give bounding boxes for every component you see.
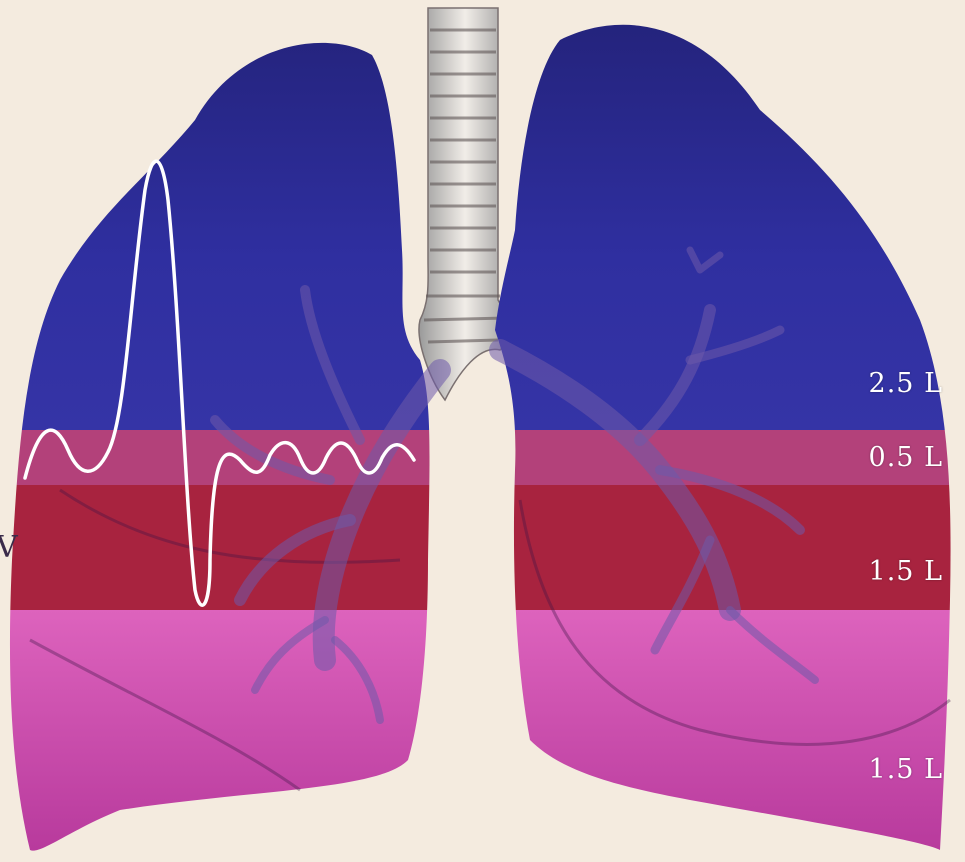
band-tidal [0,430,965,485]
volume-label-1-5-lower: 1.5 L [869,754,943,785]
volume-label-0-5: 0.5 L [869,442,943,473]
left-axis-mark: V [0,530,18,565]
band-residual [0,610,965,862]
volume-label-1-5-upper: 1.5 L [869,556,943,587]
band-inspiratory-reserve [0,485,965,610]
volume-label-2-5: 2.5 L [869,368,943,399]
